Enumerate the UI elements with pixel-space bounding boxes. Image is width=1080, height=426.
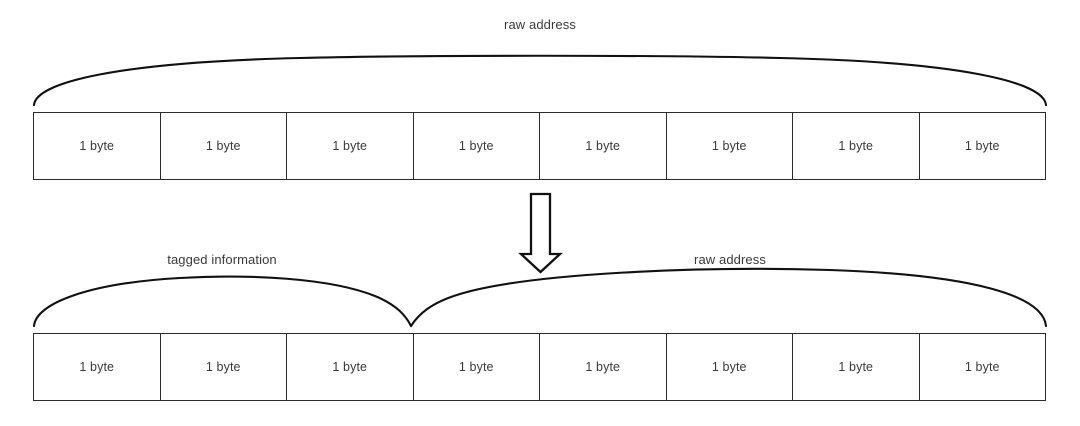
byte-cell: 1 byte	[287, 334, 414, 400]
byte-cell: 1 byte	[34, 334, 161, 400]
arrow-down-outline-icon	[518, 192, 563, 274]
byte-cell: 1 byte	[964, 139, 1000, 153]
brace-bottom-tagged-information	[32, 275, 413, 328]
brace-bottom-raw-address	[409, 267, 1048, 328]
label-top-raw-address: raw address	[504, 17, 576, 32]
byte-table-raw-address: 1 byte 1 byte 1 byte 1 byte 1 byte 1 byt…	[33, 112, 1046, 180]
byte-cell: 1 byte	[964, 360, 1000, 374]
byte-cell: 1 byte	[540, 334, 667, 400]
byte-cell: 1 byte	[667, 113, 793, 179]
label-tagged-information: tagged information	[167, 252, 277, 267]
byte-cell: 1 byte	[34, 113, 161, 179]
byte-cell: 1 byte	[161, 334, 287, 400]
label-bottom-raw-address: raw address	[694, 252, 766, 267]
byte-cell: 1 byte	[414, 334, 540, 400]
byte-cell: 1 byte	[793, 113, 920, 179]
byte-table-tagged-address: 1 byte 1 byte 1 byte 1 byte 1 byte 1 byt…	[33, 333, 1046, 401]
byte-cell: 1 byte	[161, 113, 287, 179]
byte-cell: 1 byte	[414, 113, 540, 179]
byte-cell: 1 byte	[540, 113, 667, 179]
byte-cell: 1 byte	[667, 334, 793, 400]
byte-cell: 1 byte	[793, 334, 920, 400]
byte-cell: 1 byte	[287, 113, 414, 179]
brace-top-raw-address	[32, 54, 1048, 107]
